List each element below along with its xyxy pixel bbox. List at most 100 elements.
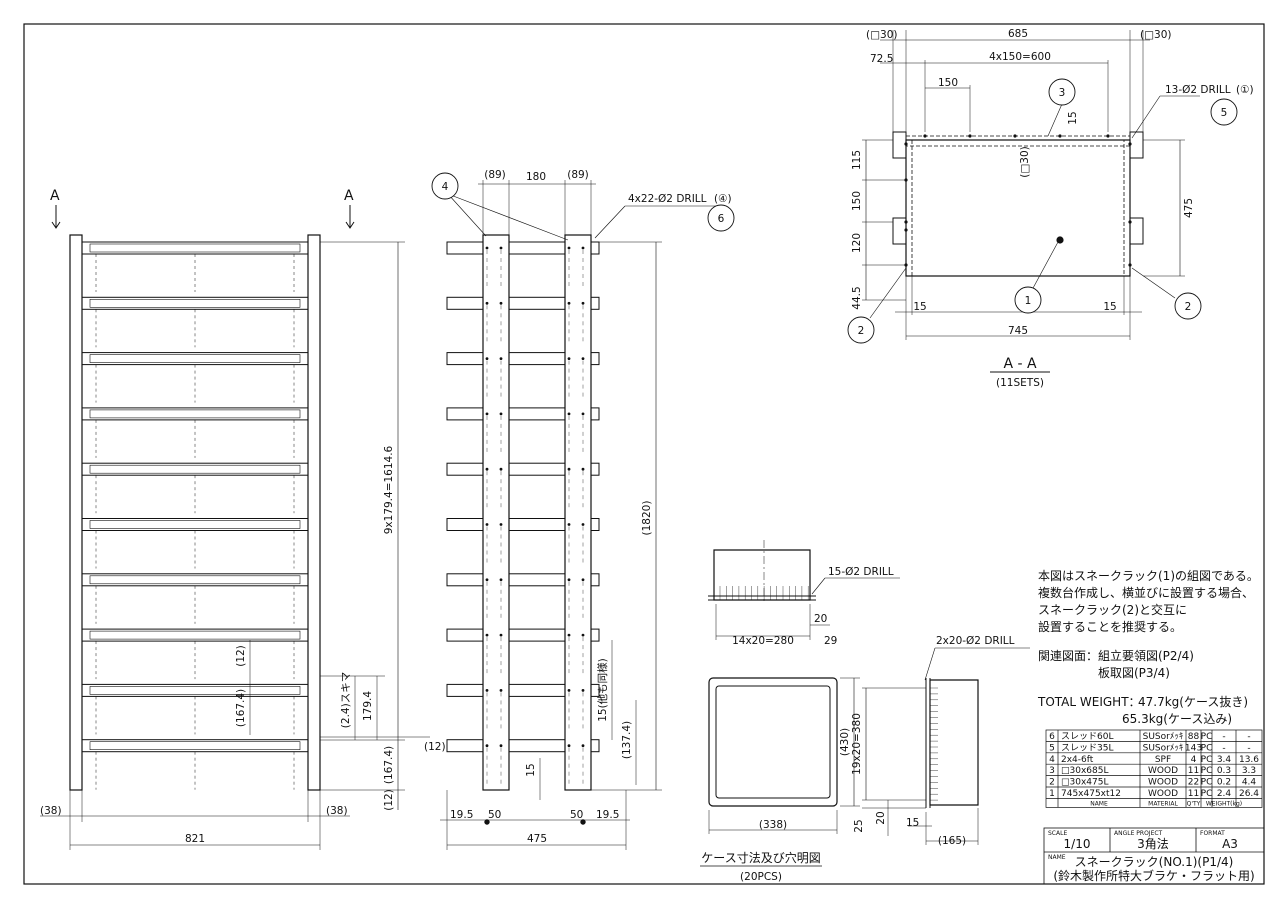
case-dim-15-side: 15 <box>906 817 919 829</box>
section-rail-right <box>1123 139 1131 277</box>
dim-gap-12-mid: (12) <box>424 741 446 753</box>
case-subtitle: (20PCS) <box>740 871 782 883</box>
drill-hole <box>499 523 503 526</box>
side-shelf <box>446 462 600 476</box>
case-side-ticks <box>930 687 938 801</box>
dim-width-total: 821 <box>185 833 205 845</box>
weight-label: TOTAL WEIGHT： <box>1037 695 1141 709</box>
bom-cell: 2x4-6ft <box>1061 755 1094 765</box>
weight-2: 65.3kg(ケース込み) <box>1122 712 1232 726</box>
section-arrow-right <box>345 205 355 229</box>
dim-sukima: (2.4)スキマ <box>340 672 352 728</box>
balloon-2a: 2 <box>858 325 865 337</box>
balloon-circle-5 <box>1210 98 1238 126</box>
drill-hole <box>485 689 489 692</box>
bom-cell: 0.3 <box>1217 766 1231 776</box>
section-rail-top <box>905 135 1131 147</box>
dim-sq30-left: (□30) <box>866 29 897 41</box>
drill-hole <box>485 412 489 416</box>
drill-hole <box>581 467 585 471</box>
side-shelf <box>446 628 600 642</box>
bom-cell: - <box>1222 732 1225 742</box>
side-shelf <box>446 407 600 421</box>
case-plan-inner <box>715 685 831 799</box>
weight-1: 47.7kg(ケース抜き) <box>1138 695 1248 709</box>
drawing-name-1: スネークラック(NO.1)(P1/4) <box>1075 855 1234 869</box>
dim-gap-12-bottom: (12) <box>383 789 395 811</box>
case-dim-29: 29 <box>824 635 837 647</box>
bom-cell: 11 <box>1188 766 1199 776</box>
dim-pitch-179: 179.4 <box>362 691 374 721</box>
side-view <box>440 180 720 850</box>
drill-hole <box>581 357 585 360</box>
case-dim-280: 14x20=280 <box>732 635 794 647</box>
drill-hole <box>499 412 503 416</box>
side-post-right <box>564 234 592 791</box>
dim-left-120: 120 <box>851 233 863 253</box>
dim-side-15: 15 <box>525 763 537 776</box>
dim-pitch-600: 4x150=600 <box>989 51 1051 63</box>
bom-cell: 4 <box>1191 755 1197 765</box>
side-shelf <box>446 683 600 697</box>
front-view <box>40 205 430 850</box>
bom-cell: 11 <box>1188 789 1199 799</box>
front-shelf <box>81 296 309 348</box>
balloon-circle-4 <box>431 172 459 200</box>
drill-hole <box>485 467 489 471</box>
front-shelf <box>81 518 309 569</box>
section-label-left: A <box>50 188 60 204</box>
note-line-1: 本図はスネークラック(1)の組図である。 <box>1038 569 1259 583</box>
drill-hole <box>485 578 489 582</box>
dim-72-5: 72.5 <box>870 53 893 65</box>
case-dim-20: 20 <box>814 613 827 625</box>
note-line-4: 設置することを推奨する。 <box>1038 619 1182 634</box>
drill-hole <box>567 744 571 748</box>
side-shelves <box>446 241 600 788</box>
note-line-2: 複数台作成し、横並びに設置する場合、 <box>1038 585 1254 600</box>
case-dim-texts: 15-Ø2 DRILL 20 14x20=280 29 2x20-Ø2 DRIL… <box>701 566 1014 883</box>
drill-hole <box>581 744 585 748</box>
front-shelf <box>81 462 309 514</box>
projection-value: 3角法 <box>1137 837 1169 851</box>
side-shelf <box>446 518 600 531</box>
dim-bot-19-5-right: 19.5 <box>596 809 619 821</box>
bom-cell: 143 <box>1185 743 1202 753</box>
dim-bot-15-left: 15 <box>913 301 926 313</box>
balloon-1: 1 <box>1025 295 1032 307</box>
case-ticks <box>719 586 809 600</box>
section-dim-texts: 3 5 1 2 2 (□30) (□30) 685 72.5 4x150=600… <box>851 28 1254 389</box>
drill-hole <box>499 301 503 305</box>
drill-hole <box>567 357 571 360</box>
side-balloons <box>431 172 735 232</box>
bom-cell: PC <box>1201 755 1213 765</box>
bom-cell: □30x685L <box>1061 766 1108 776</box>
name-label: NAME <box>1048 854 1066 861</box>
bom-cell: - <box>1222 743 1225 753</box>
balloon-circle-6 <box>707 204 735 232</box>
dim-post-left: (38) <box>40 805 62 817</box>
drill-hole <box>567 523 571 526</box>
drill-hole <box>485 357 489 360</box>
drill-hole <box>567 467 571 471</box>
dim-right-475: 475 <box>1183 198 1195 218</box>
drill-hole <box>499 246 503 250</box>
bom-cell: 3.3 <box>1242 766 1256 776</box>
sheet-border <box>23 23 1265 885</box>
dim-bot-745: 745 <box>1008 325 1028 337</box>
side-drill-holes <box>485 246 585 748</box>
case-dim-20-side: 20 <box>875 811 887 824</box>
drill-hole <box>581 689 585 692</box>
drill-hole <box>485 523 489 526</box>
drill-note-side: 4x22-Ø2 DRILL <box>628 193 707 205</box>
balloon-2b: 2 <box>1185 301 1192 313</box>
dim-top-89-right: (89) <box>567 169 589 181</box>
dim-gap-12-top: (12) <box>235 645 247 667</box>
bom-header: WEIGHT(kg) <box>1206 800 1242 807</box>
dim-685: 685 <box>1008 28 1028 40</box>
bom-cell: SUSorﾒｯｷ <box>1143 743 1184 753</box>
side-shelf <box>446 573 600 587</box>
drill-hole <box>567 633 571 637</box>
case-drill-15: 15-Ø2 DRILL <box>828 566 894 578</box>
dim-gap-167-outer: (167.4) <box>383 746 395 784</box>
